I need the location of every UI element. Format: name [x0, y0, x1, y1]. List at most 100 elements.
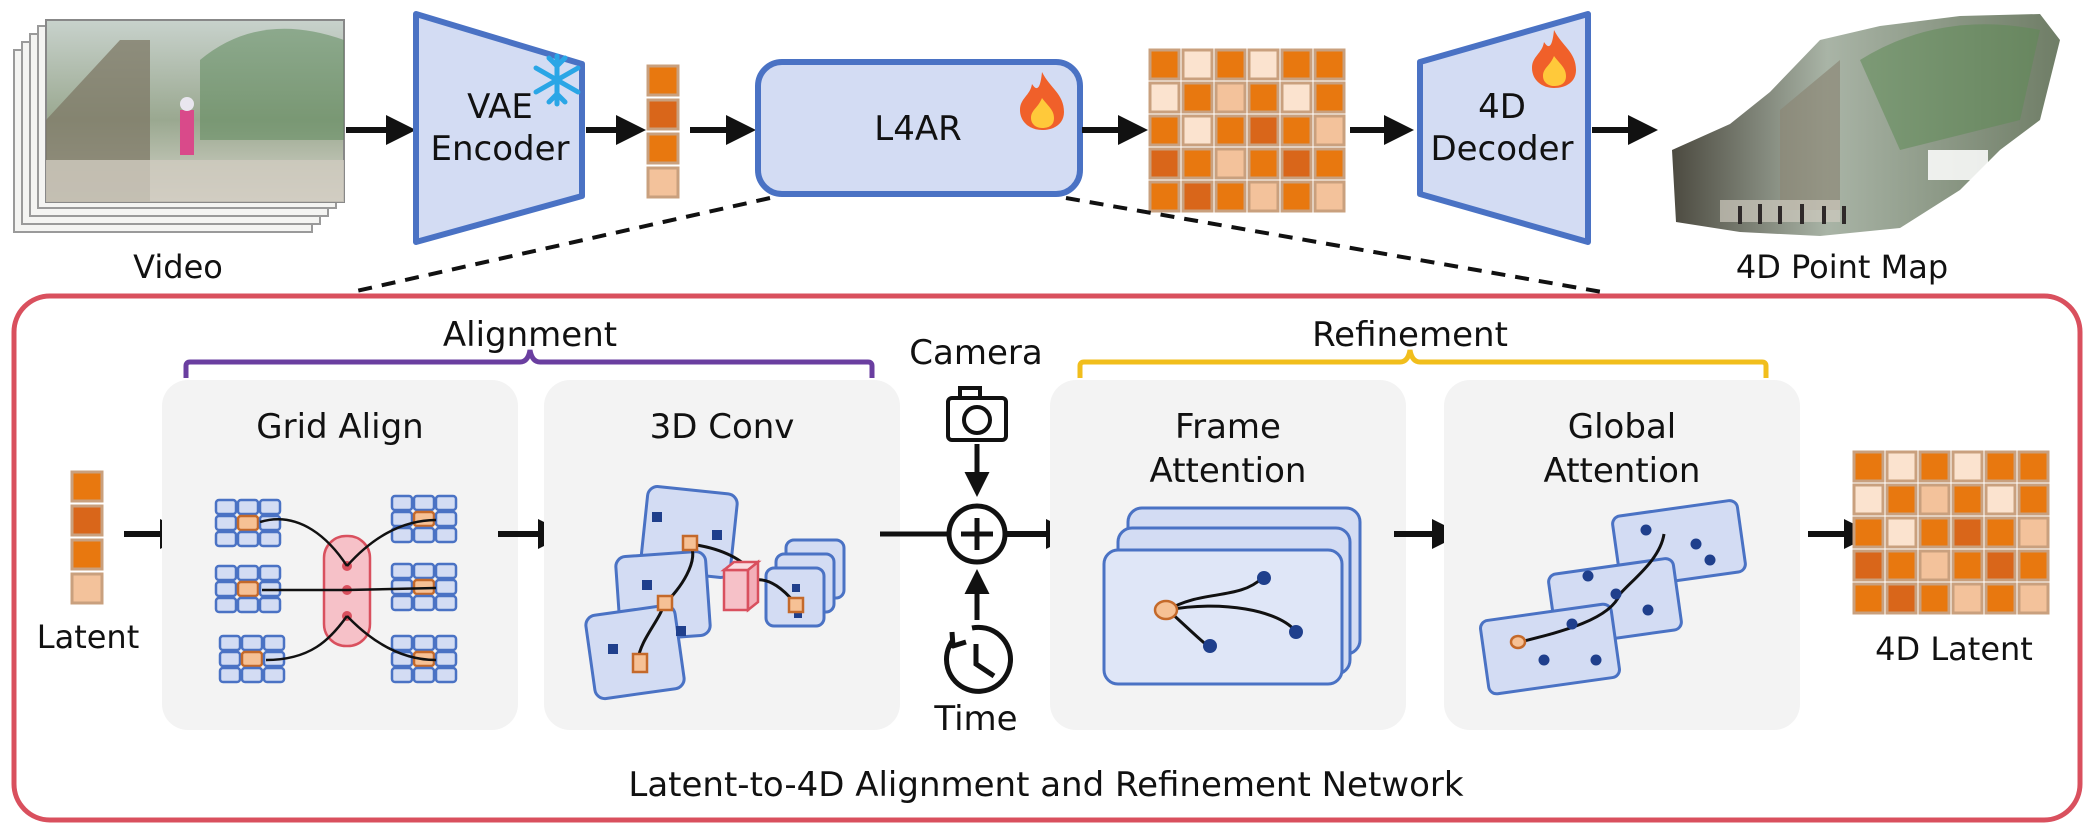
frame-attention-illustration — [1102, 506, 1362, 686]
grid-align-cell — [412, 494, 436, 512]
grid-align-cell — [434, 494, 458, 512]
vae-label-line1: VAE — [467, 87, 533, 127]
grid-align-cell — [214, 530, 238, 548]
fire-icon — [1020, 72, 1064, 130]
latent-cell — [2017, 582, 2050, 615]
latent-cell — [2017, 450, 2050, 483]
latent-cell — [1148, 48, 1181, 81]
latent-cell — [1280, 81, 1313, 114]
grid-align-cell — [390, 494, 414, 512]
latent-cell — [1951, 483, 1984, 516]
grid-align-cell — [236, 530, 260, 548]
latent-cell — [1885, 582, 1918, 615]
grid-align-cell — [218, 650, 242, 668]
refinement-brace — [1077, 349, 1769, 378]
grid-align-cell — [258, 498, 282, 516]
latent-cell — [1181, 147, 1214, 180]
grid-align-cell — [258, 564, 282, 582]
latent-cell — [1852, 450, 1885, 483]
align-connection — [346, 615, 437, 662]
latent-grid-top — [1148, 48, 1346, 213]
latent-cell — [1280, 180, 1313, 213]
grid-align-cell — [240, 650, 264, 668]
plus-circle-icon — [946, 503, 1008, 565]
latent-cell — [1918, 450, 1951, 483]
grid-align-cell — [412, 634, 436, 652]
grid-align-cell — [390, 634, 414, 652]
latent-cell — [1313, 48, 1346, 81]
snowflake-icon — [533, 53, 581, 107]
grid-align-cell — [390, 578, 414, 596]
latent-cell — [1313, 81, 1346, 114]
alignment-label: Alignment — [443, 315, 617, 355]
latent-cell — [1181, 114, 1214, 147]
latent-cell — [1247, 147, 1280, 180]
latent-cell — [1148, 81, 1181, 114]
frame-attention-line1: Frame — [1175, 407, 1281, 447]
latent-cell — [1885, 516, 1918, 549]
grid-align-cell — [412, 562, 436, 580]
global-attention-illustration — [1479, 499, 1747, 696]
latent-cell — [1280, 48, 1313, 81]
latent-cell — [1984, 582, 2017, 615]
grid-align-cell — [214, 564, 238, 582]
latent-cell — [1313, 114, 1346, 147]
latent-tokens-top — [646, 64, 680, 199]
grid-align-cell — [236, 596, 260, 614]
grid-align-cell — [218, 666, 242, 684]
grid-align-illustration — [214, 494, 458, 684]
grid-align-cell — [262, 666, 286, 684]
3d-conv-label: 3D Conv — [650, 407, 795, 447]
latent-cell — [1247, 180, 1280, 213]
latent-cell — [1214, 48, 1247, 81]
latent-cell — [1984, 549, 2017, 582]
grid-align-cell — [236, 580, 260, 598]
point-map-image — [1672, 14, 2060, 236]
latent-cell — [1885, 450, 1918, 483]
alignment-brace — [183, 349, 875, 378]
latent-cell — [2017, 483, 2050, 516]
clock-icon — [944, 624, 1013, 694]
latent-cell — [1852, 516, 1885, 549]
refinement-label: Refinement — [1312, 315, 1508, 355]
latent-tokens-input — [70, 470, 104, 605]
latent-cell — [1280, 147, 1313, 180]
latent-cell — [1313, 147, 1346, 180]
grid-align-cell — [236, 564, 260, 582]
global-attention-line2: Attention — [1544, 451, 1701, 491]
grid-align-cell — [390, 562, 414, 580]
grid-align-cell — [258, 530, 282, 548]
camera-icon — [946, 386, 1008, 442]
grid-align-cell — [240, 666, 264, 684]
latent-cell — [1148, 180, 1181, 213]
grid-align-cell — [390, 666, 414, 684]
latent-cell — [1918, 516, 1951, 549]
grid-align-label: Grid Align — [256, 407, 423, 447]
latent-cell — [1852, 582, 1885, 615]
grid-align-cell — [214, 580, 238, 598]
grid-align-cell — [434, 562, 458, 580]
latent-cell — [1852, 483, 1885, 516]
grid-align-cell — [262, 634, 286, 652]
grid-align-cell — [390, 594, 414, 612]
decoder-label-line1: 4D — [1478, 87, 1526, 127]
camera-label: Camera — [909, 333, 1042, 373]
align-connection — [346, 518, 437, 567]
grid-align-cell — [434, 666, 458, 684]
grid-align-cell — [240, 634, 264, 652]
vae-label-line2: Encoder — [430, 129, 569, 169]
latent-cell — [1951, 549, 1984, 582]
grid-align-cell — [214, 498, 238, 516]
grid-align-cell — [412, 526, 436, 544]
latent-cell — [1951, 582, 1984, 615]
latent-cell — [1181, 48, 1214, 81]
grid-align-cell — [258, 596, 282, 614]
grid-align-cell — [412, 594, 436, 612]
network-title: Latent-to-4D Alignment and Refinement Ne… — [628, 765, 1464, 805]
latent-cell — [1918, 582, 1951, 615]
latent-cell — [1214, 114, 1247, 147]
vae-encoder — [413, 11, 585, 245]
4d-latent-grid — [1852, 450, 2050, 615]
latent-cell — [1885, 483, 1918, 516]
zoom-line-right — [1065, 196, 1603, 294]
